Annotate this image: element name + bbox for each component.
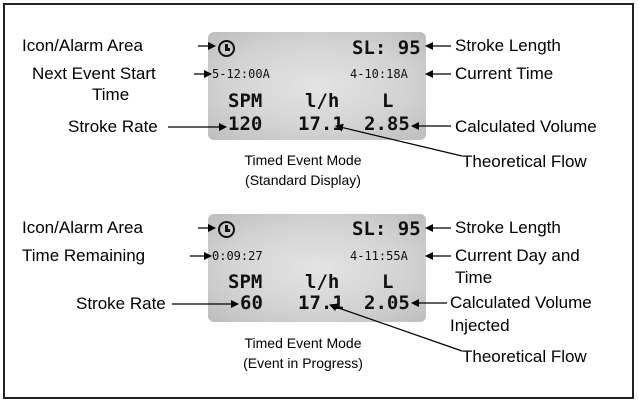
figure-frame xyxy=(3,3,634,399)
label-time-remaining: Time Remaining xyxy=(22,246,146,265)
lcd-header-volume: L xyxy=(382,271,394,293)
label-stroke-rate: Stroke Rate xyxy=(76,294,166,313)
lcd-time-remaining: 0:09:27 xyxy=(212,249,263,263)
label-icon-alarm-area: Icon/Alarm Area xyxy=(22,36,143,55)
arrow-theoretical-flow xyxy=(329,303,463,352)
lcd-header-spm: SPM xyxy=(228,271,263,293)
label-next-event-time: Time xyxy=(92,85,130,104)
lcd-volume-value: 2.05 xyxy=(364,292,410,314)
lcd-display-event-in-progress xyxy=(208,214,426,322)
lcd-current-time: 4-10:18A xyxy=(350,67,408,81)
lcd-header-flow: l/h xyxy=(305,271,340,293)
caption-subtitle: (Standard Display) xyxy=(245,172,361,188)
lcd-current-time: 4-11:55A xyxy=(350,249,408,263)
label-stroke-length: Stroke Length xyxy=(455,218,561,237)
clock-icon xyxy=(218,40,235,57)
label-next-event-start: Next Event Start xyxy=(32,64,156,83)
label-stroke-length: Stroke Length xyxy=(455,36,561,55)
lcd-display-standard xyxy=(208,32,426,140)
lcd-header-spm: SPM xyxy=(228,90,263,112)
label-calculated-volume-injected-2: Injected xyxy=(450,316,510,335)
lcd-stroke-rate-value: 120 xyxy=(228,113,263,135)
lcd-stroke-length: SL: 95 xyxy=(352,37,421,59)
lcd-header-flow: l/h xyxy=(305,90,340,112)
arrow-theoretical-flow xyxy=(335,123,463,157)
label-theoretical-flow: Theoretical Flow xyxy=(462,347,587,366)
label-current-day-and-time-2: Time xyxy=(455,268,493,287)
label-current-day-and-time: Current Day and xyxy=(455,246,580,265)
label-calculated-volume: Calculated Volume xyxy=(455,117,597,136)
lcd-volume-value: 2.85 xyxy=(364,113,410,135)
lcd-flow-value: 17.1 xyxy=(298,113,344,135)
caption-title: Timed Event Mode xyxy=(244,335,362,351)
label-icon-alarm-area: Icon/Alarm Area xyxy=(22,218,143,237)
caption-title: Timed Event Mode xyxy=(244,152,362,168)
label-stroke-rate: Stroke Rate xyxy=(68,117,158,136)
lcd-stroke-length: SL: 95 xyxy=(352,218,421,240)
label-theoretical-flow: Theoretical Flow xyxy=(462,152,587,171)
caption-subtitle: (Event in Progress) xyxy=(243,355,363,371)
clock-icon xyxy=(218,221,235,238)
lcd-next-event-time: 5-12:00A xyxy=(212,67,270,81)
label-current-time: Current Time xyxy=(455,64,554,83)
lcd-stroke-rate-value: 60 xyxy=(240,292,263,314)
label-calculated-volume-injected: Calculated Volume xyxy=(450,293,592,312)
lcd-header-volume: L xyxy=(382,90,394,112)
